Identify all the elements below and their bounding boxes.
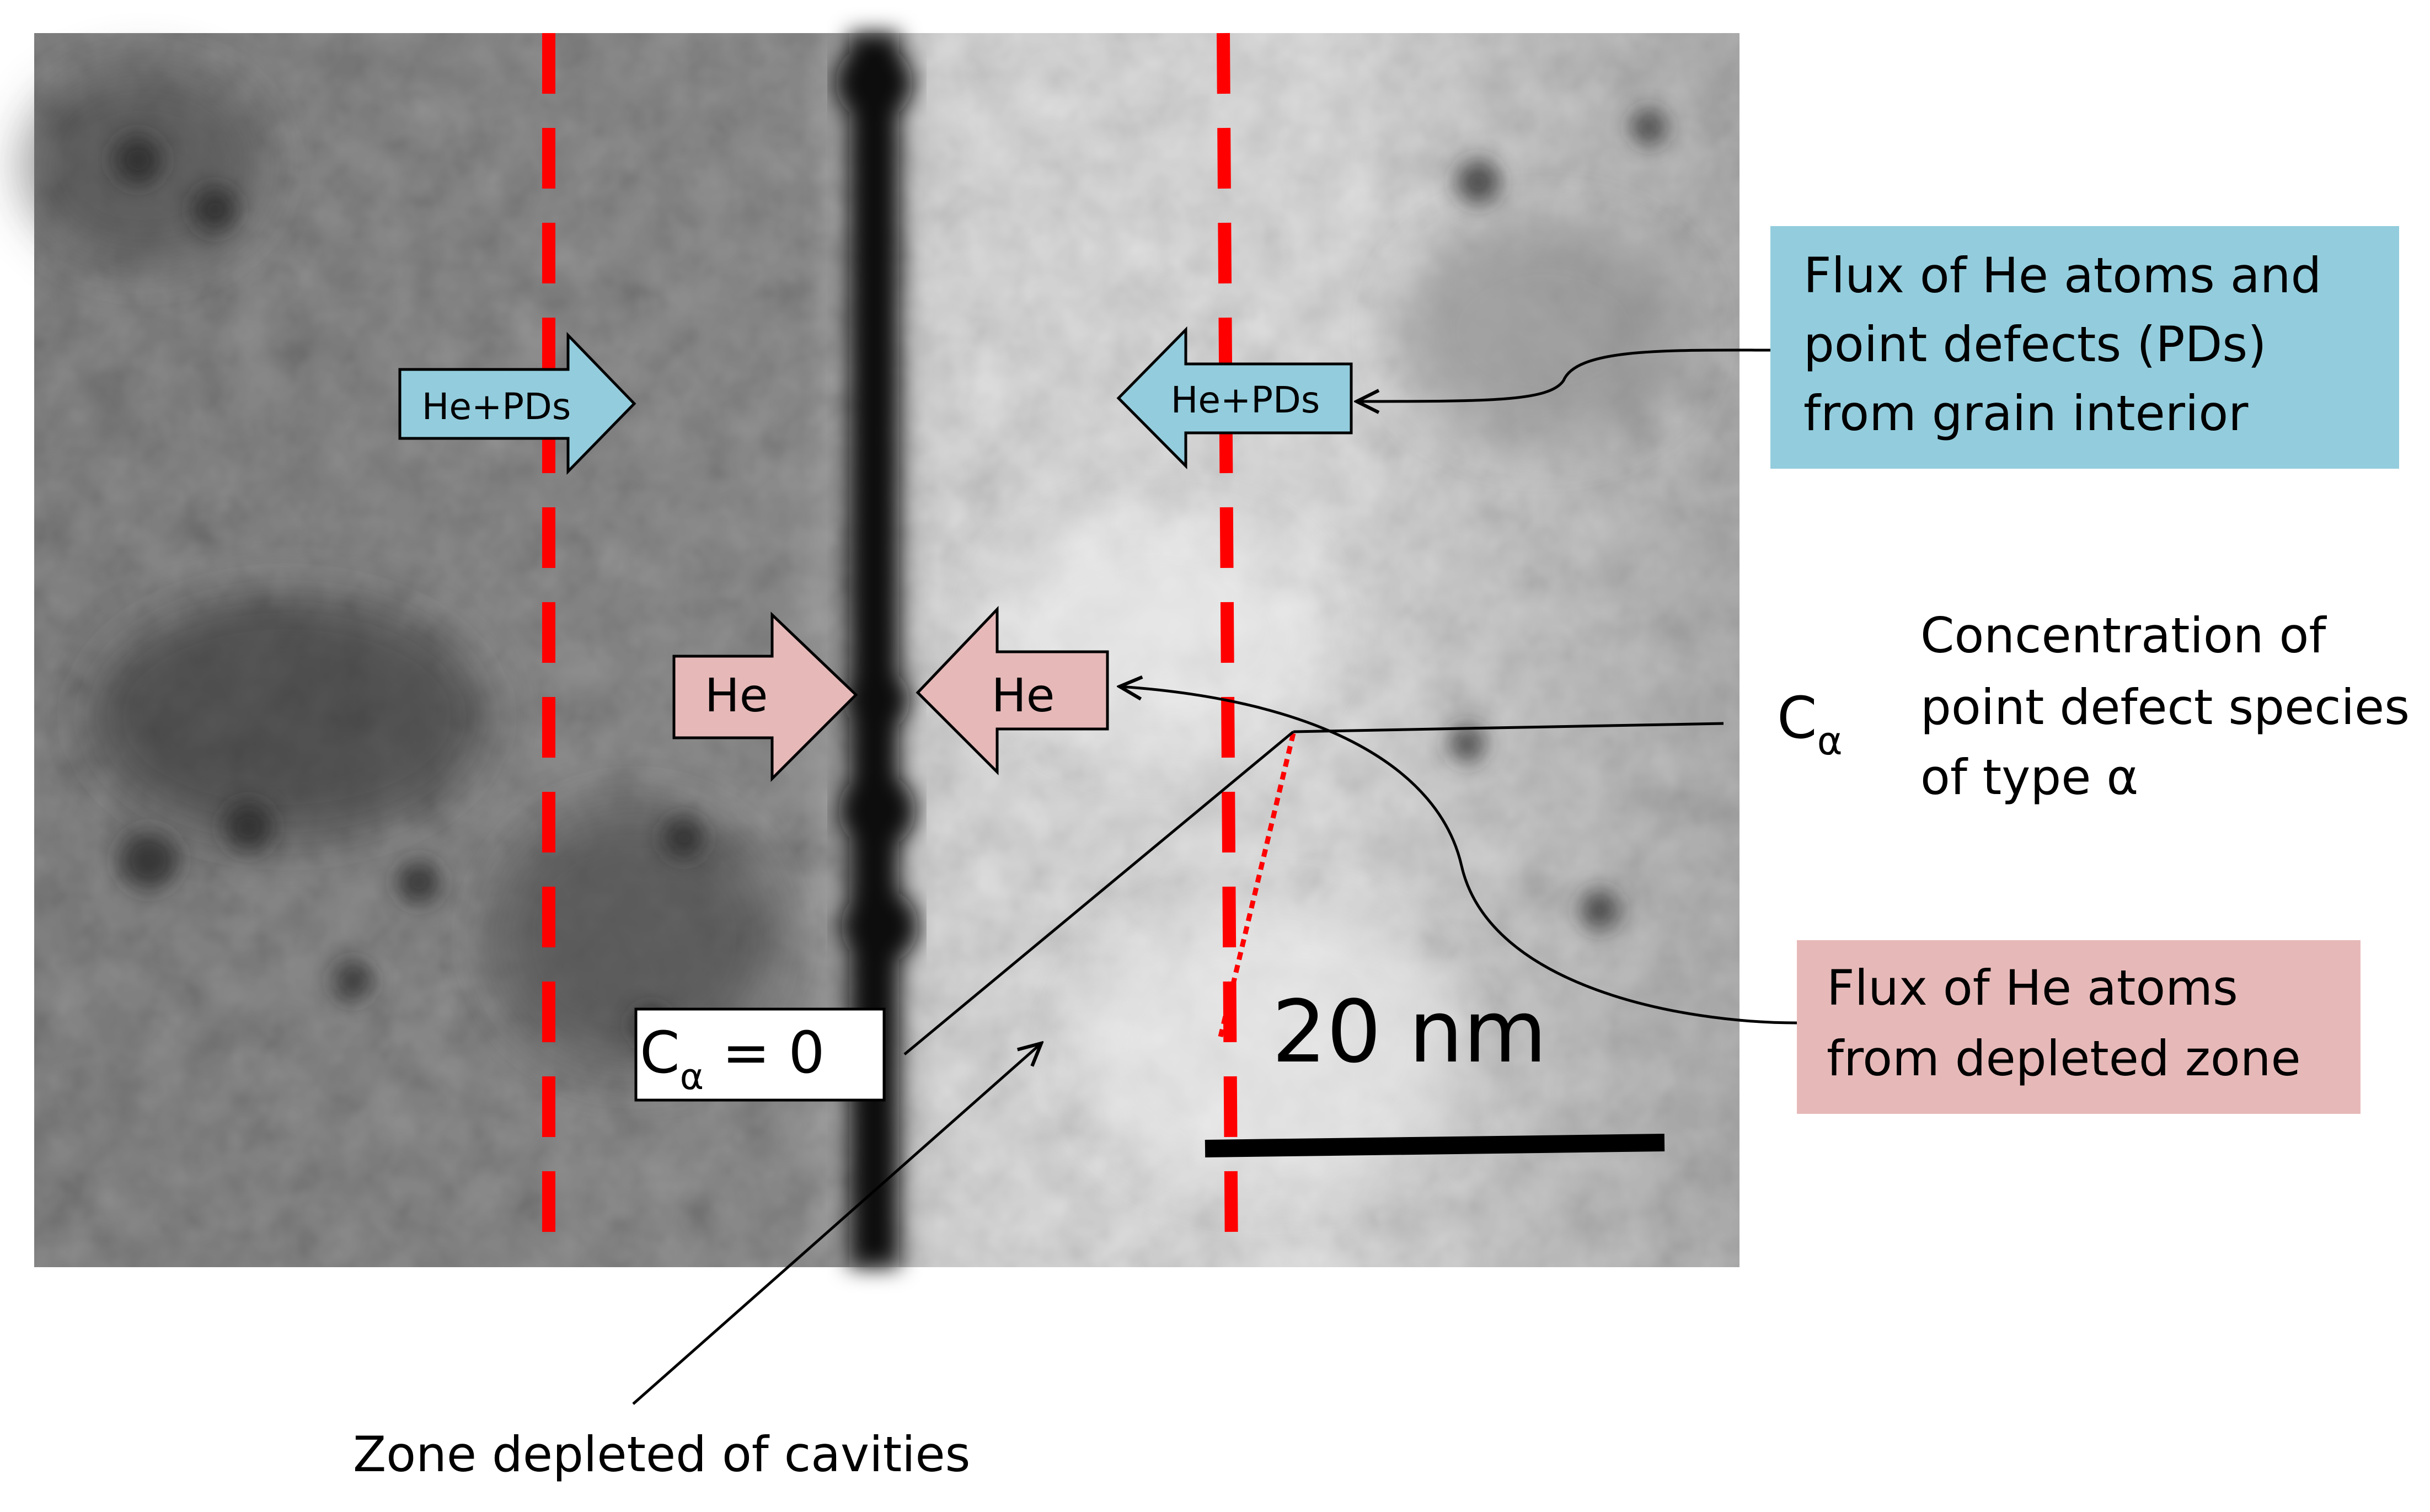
connector-flux-depleted [1120,687,1797,1025]
connector-flux-interior [1357,348,1779,401]
connector-c-zero [903,731,1294,1055]
svg-text:He: He [705,668,768,722]
he-pds-arrow-left: He+PDs [1116,326,1353,470]
connector-zone-depleted [632,1043,1041,1405]
callout-flux-interior: Flux of He atoms and point defects (PDs)… [1770,226,2399,469]
svg-text:He+PDs: He+PDs [422,385,571,428]
scale-bar-label: 20 nm [1272,982,1547,1082]
svg-text:from grain interior: from grain interior [1803,385,2249,442]
svg-text:He: He [992,668,1055,722]
callout-flux-depleted: Flux of He atoms from depleted zone [1797,940,2361,1114]
he-pds-arrow-right: He+PDs [398,331,636,475]
svg-text:Cα = 0: Cα = 0 [640,1019,825,1098]
concentration-description: Concentration of point defect species of… [1920,607,2410,806]
svg-text:He+PDs: He+PDs [1171,379,1320,421]
concentration-symbol: Cα [1777,684,1843,764]
c-alpha-zero-box: Cα = 0 [634,1007,886,1102]
zone-depleted-label: Zone depleted of cavities [353,1426,971,1483]
connector-concentration [1293,722,1724,733]
red-dashed-line-right [1217,33,1238,1263]
svg-text:Flux of He atoms and: Flux of He atoms and [1803,247,2321,304]
he-arrow-right: He [672,612,858,782]
svg-text:from depleted zone: from depleted zone [1827,1030,2301,1087]
svg-text:Concentration of: Concentration of [1920,607,2327,664]
svg-text:point defect species: point defect species [1920,679,2410,736]
he-arrow-left: He [916,605,1109,776]
svg-text:Flux of He atoms: Flux of He atoms [1827,959,2238,1016]
svg-text:of type α: of type α [1920,749,2138,806]
scale-bar [1205,1134,1665,1157]
svg-text:Cα: Cα [1777,684,1843,764]
svg-text:point defects (PDs): point defects (PDs) [1803,316,2267,373]
micrograph [22,33,1739,1267]
